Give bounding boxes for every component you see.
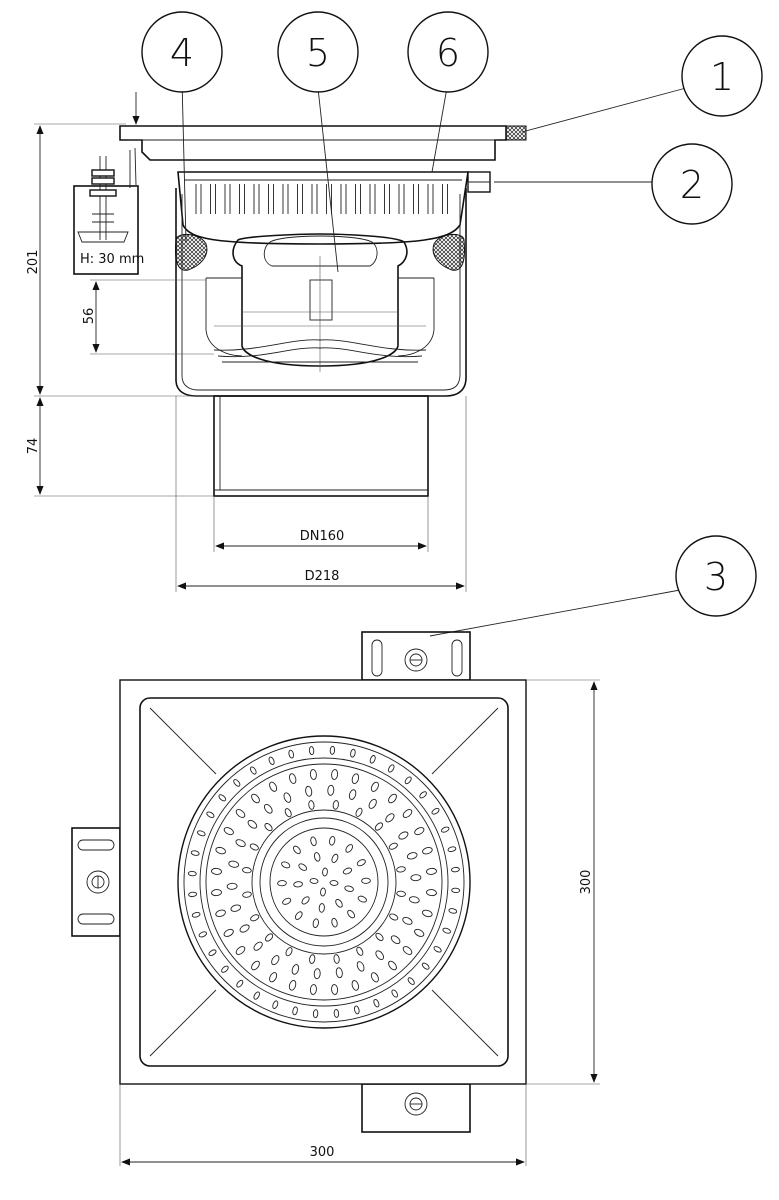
callout-1: 1 [710, 55, 734, 99]
dim-d218: D218 [305, 569, 340, 584]
dim-plan-height: 300 [579, 870, 594, 895]
callout-5-circle [277, 11, 359, 93]
callout-6: 6 [436, 31, 460, 75]
callout-2: 2 [680, 163, 704, 207]
drain-body [175, 188, 467, 397]
top-flange [119, 125, 527, 188]
frame-chamfers [149, 707, 499, 1057]
dim-74: 74 [26, 438, 41, 455]
anchor-detail: H: 30 mm [73, 156, 144, 275]
seal-right [432, 234, 465, 271]
frame-inner [139, 697, 509, 1067]
callout-3-circle [675, 535, 757, 617]
plan-view: 300 300 [71, 631, 600, 1166]
callout-6-circle [407, 11, 489, 93]
dim-56: 56 [82, 308, 97, 325]
callout-4-circle [141, 11, 223, 93]
clamp-top [361, 631, 471, 681]
callouts: 4 5 6 1 2 3 [141, 11, 763, 637]
callout-1-circle [681, 35, 763, 117]
callout-3: 3 [704, 555, 728, 599]
round-grate [177, 735, 471, 1029]
callout-2-circle [651, 143, 733, 225]
extension-lines [34, 92, 467, 592]
clamp-bottom [361, 1083, 471, 1133]
dim-dn160: DN160 [300, 529, 345, 544]
seal-left [175, 234, 208, 271]
dim-201: 201 [26, 250, 41, 275]
callout-5: 5 [306, 31, 330, 75]
anchor-height-label: H: 30 mm [80, 252, 144, 267]
clamp-left [71, 827, 121, 937]
section-view: H: 30 mm 201 56 74 DN160 D218 [26, 92, 527, 592]
callout-4: 4 [170, 31, 194, 75]
grate [177, 171, 491, 245]
outlet-pipe [213, 395, 429, 497]
dim-plan-width: 300 [310, 1145, 335, 1160]
seal-ring-1 [505, 125, 527, 141]
